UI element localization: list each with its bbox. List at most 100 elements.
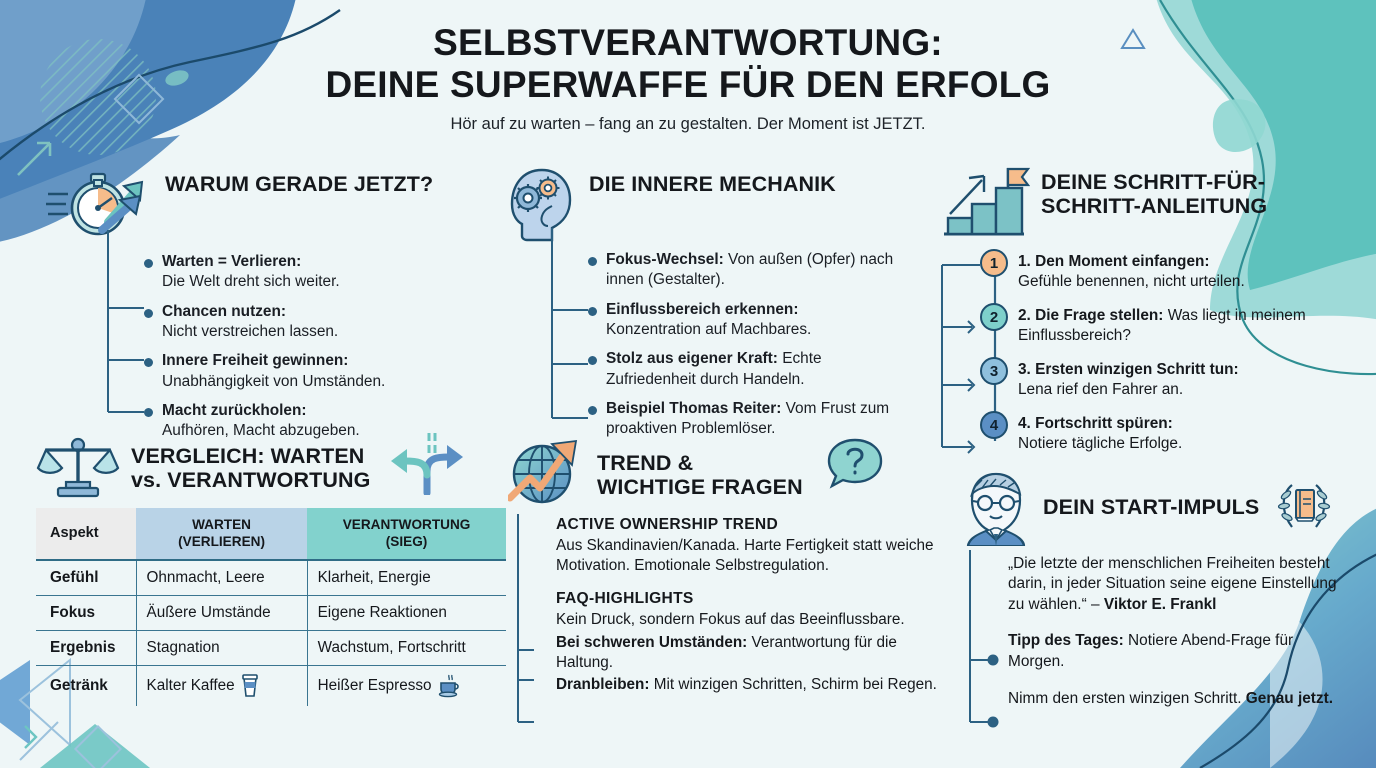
hot-espresso-cup-icon bbox=[438, 674, 459, 698]
item-lead: Macht zurückholen: bbox=[162, 401, 307, 419]
faq-lead: Dranbleiben: bbox=[556, 675, 650, 693]
quote-author: Viktor E. Frankl bbox=[1103, 595, 1217, 613]
column-header-waiting: WARTEN (VERLIEREN) bbox=[136, 508, 308, 562]
trend-subheading: ACTIVE OWNERSHIP TREND bbox=[556, 516, 779, 533]
cell-responsibility: Heißer Espresso bbox=[306, 665, 506, 707]
list-item: Nimm den ersten winzigen Schritt. Genau … bbox=[1008, 689, 1348, 709]
line-bottom-left bbox=[19, 721, 59, 761]
triangle-outline-top-right bbox=[1120, 28, 1146, 49]
steps-list: 1 1. Den Moment einfangen:Gefühle benenn… bbox=[941, 249, 1358, 454]
trend-title: TREND & WICHTIGE FRAGEN bbox=[597, 445, 803, 499]
cell-waiting: Stagnation bbox=[135, 630, 308, 667]
item-text: Nicht verstreichen lassen. bbox=[162, 322, 339, 340]
trend-title-line-2: WICHTIGE FRAGEN bbox=[597, 475, 803, 499]
section-steps: DEINE SCHRITT-FÜR- SCHRITT-ANLEITUNG 1 1… bbox=[938, 164, 1358, 454]
question-bubble-icon bbox=[827, 438, 882, 489]
list-item: Stolz aus eigener Kraft: Echte Zufrieden… bbox=[588, 349, 908, 390]
item-text: Nimm den ersten winzigen Schritt. bbox=[1008, 690, 1246, 708]
inner-mechanics-header: DIE INNERE MECHANIK bbox=[508, 166, 908, 242]
connector-rail-trend bbox=[517, 514, 534, 723]
table-head: Aspekt WARTEN (VERLIEREN) VERANTWORTUNG … bbox=[36, 508, 506, 562]
step-item: 1 1. Den Moment einfangen:Gefühle benenn… bbox=[980, 249, 1358, 292]
item-lead: Fokus-Wechsel: bbox=[606, 251, 724, 268]
item-text: Notiere Abend-Frage für Morgen. bbox=[1008, 632, 1294, 670]
bullet-dot bbox=[588, 306, 597, 316]
curve-top-right bbox=[1159, 0, 1376, 376]
cell-aspect: Getränk bbox=[50, 677, 108, 695]
blob-bottom-right-light bbox=[1270, 600, 1323, 768]
section-start-impulse: DEIN START-IMPULS „Die letzte d bbox=[960, 468, 1360, 728]
step-item: 2 2. Die Frage stellen: Was liegt in mei… bbox=[980, 303, 1358, 346]
step-lead: 2. Die Frage stellen: bbox=[1018, 307, 1164, 325]
arrow-decor-left bbox=[17, 141, 52, 176]
why-now-header: WARUM GERADE JETZT? bbox=[46, 166, 466, 244]
start-impulse-body: „Die letzte der menschlichen Freiheiten … bbox=[969, 550, 1348, 728]
item-lead: Chancen nutzen: bbox=[162, 302, 286, 320]
steps-title-line-2: SCHRITT-ANLEITUNG bbox=[1041, 194, 1268, 219]
pill-decor-top bbox=[165, 70, 189, 86]
list-item: Innere Freiheit gewinnen:Unabhängigkeit … bbox=[144, 351, 466, 392]
list-item: Chancen nutzen: Nicht verstreichen lassen… bbox=[144, 302, 466, 343]
start-impulse-header: DEIN START-IMPULS bbox=[960, 468, 1360, 546]
item-lead: Einflussbereich erkennen: bbox=[606, 300, 799, 318]
cell-responsibility: Klarheit, Energie bbox=[306, 560, 506, 597]
step-item: 3 3. Ersten winzigen Schritt tun:Lena ri… bbox=[980, 357, 1358, 400]
faq-lead: Bei schweren Umständen: bbox=[556, 633, 748, 651]
step-lead: 3. Ersten winzigen Schritt tun: bbox=[1018, 361, 1239, 379]
stairs-flag-icon bbox=[944, 167, 1030, 236]
column-header-responsibility: VERANTWORTUNG (SIEG) bbox=[307, 508, 506, 562]
faq-text: Kein Druck, sondern Fokus auf das Beeinf… bbox=[556, 611, 905, 629]
diamond-outline-top bbox=[113, 73, 165, 125]
road-fork-arrows-icon bbox=[391, 433, 464, 495]
balance-scales-icon bbox=[36, 437, 120, 498]
trend-paragraph: Aus Skandinavien/Kanada. Harte Fertigkei… bbox=[556, 537, 934, 575]
item-text: Die Welt dreht sich weiter. bbox=[162, 273, 340, 291]
triangle-bottom-left-blue bbox=[0, 660, 30, 745]
blob-bottom-right-gradient bbox=[1180, 508, 1376, 768]
step-number-badge: 2 bbox=[980, 303, 1008, 332]
steps-header: DEINE SCHRITT-FÜR- SCHRITT-ANLEITUNG bbox=[938, 164, 1358, 240]
cell-aspect: Gefühl bbox=[36, 560, 136, 597]
cell-aspect: Ergebnis bbox=[36, 630, 136, 667]
item-text: Aufhören, Macht abzugeben. bbox=[162, 422, 360, 440]
connector-rail-why-now bbox=[107, 230, 144, 413]
trend-body: ACTIVE OWNERSHIP TREND Aus Skandinavien/… bbox=[517, 514, 958, 723]
item-text: Echte Zufriedenheit durch Handeln. bbox=[606, 350, 822, 388]
impulse-list: Tipp des Tages: Notiere Abend-Frage für … bbox=[1008, 631, 1348, 709]
triangle-bottom-left-teal bbox=[40, 724, 150, 768]
list-item: Einflussbereich erkennen: Konzentration a… bbox=[588, 300, 908, 341]
pill-decor-top-right bbox=[1212, 99, 1266, 152]
comparison-header: VERGLEICH: WARTEN vs. VERANTWORTUNG bbox=[36, 432, 516, 498]
steps-title: DEINE SCHRITT-FÜR- SCHRITT-ANLEITUNG bbox=[1041, 164, 1267, 218]
step-text: Lena rief den Fahrer an. bbox=[1018, 381, 1184, 399]
connector-rail-impulse bbox=[969, 550, 999, 728]
hatched-circle-decor bbox=[40, 39, 156, 155]
step-lead: 4. Fortschritt spüren: bbox=[1018, 415, 1173, 433]
quote-text: „Die letzte der menschlichen Freiheiten … bbox=[1008, 555, 1337, 613]
steps-title-line-1: DEINE SCHRITT-FÜR- bbox=[1041, 170, 1265, 194]
cell-waiting: Ohnmacht, Leere bbox=[135, 560, 308, 597]
stopwatch-arrows-icon bbox=[46, 172, 144, 236]
comparison-title-line-1: VERGLEICH: WARTEN bbox=[131, 443, 365, 468]
title-line-1: SELBSTVERANTWORTUNG: bbox=[433, 22, 943, 63]
item-text: Konzentration auf Machbares. bbox=[606, 320, 812, 338]
item-lead: Beispiel Thomas Reiter: bbox=[606, 399, 782, 417]
why-now-title: WARUM GERADE JETZT? bbox=[165, 172, 434, 196]
list-item: Warten = Verlieren: Die Welt dreht sich w… bbox=[144, 252, 466, 293]
bullet-dot bbox=[144, 259, 153, 268]
inner-mechanics-list: Fokus-Wechsel: Von außen (Opfer) nach in… bbox=[551, 228, 908, 440]
table-row: Gefühl Ohnmacht, Leere Klarheit, Energie bbox=[36, 560, 506, 597]
list-item: Fokus-Wechsel: Von außen (Opfer) nach in… bbox=[588, 250, 908, 291]
item-text: Vom Frust zum proaktiven Problemlöser. bbox=[606, 399, 890, 438]
table-row: Ergebnis Stagnation Wachstum, Fortschrit… bbox=[36, 630, 506, 667]
connector-rail-mechanics bbox=[551, 228, 588, 419]
table-row: Fokus Äußere Umstände Eigene Reaktionen bbox=[36, 595, 506, 632]
list-item: Beispiel Thomas Reiter: Vom Frust zum pr… bbox=[588, 399, 908, 440]
cold-coffee-cup-icon bbox=[241, 674, 258, 697]
head-gears-icon bbox=[510, 168, 572, 242]
cell-responsibility: Eigene Reaktionen bbox=[306, 595, 506, 632]
item-lead: Warten = Verlieren: bbox=[162, 253, 302, 270]
faq-item: Kein Druck, sondern Fokus auf das Beeinf… bbox=[556, 610, 958, 630]
comparison-table: Aspekt WARTEN (VERLIEREN) VERANTWORTUNG … bbox=[36, 508, 506, 707]
step-text: Gefühle benennen, nicht urteilen. bbox=[1018, 273, 1245, 291]
